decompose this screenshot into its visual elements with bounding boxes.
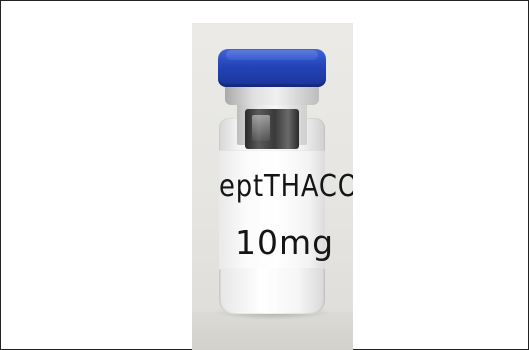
label-text-name: eptTHACO (219, 169, 353, 204)
stopper-highlight (252, 115, 270, 141)
blue-cap-top (226, 50, 318, 60)
vial-label: eptTHACO 10mg (219, 150, 353, 270)
vial-photo: eptTHACO 10mg (192, 23, 353, 350)
aluminum-crimp (225, 83, 319, 105)
lyophilized-powder (221, 268, 323, 312)
label-text-dose: 10mg (235, 223, 335, 262)
table-surface (192, 312, 353, 350)
rubber-stopper (245, 109, 299, 149)
